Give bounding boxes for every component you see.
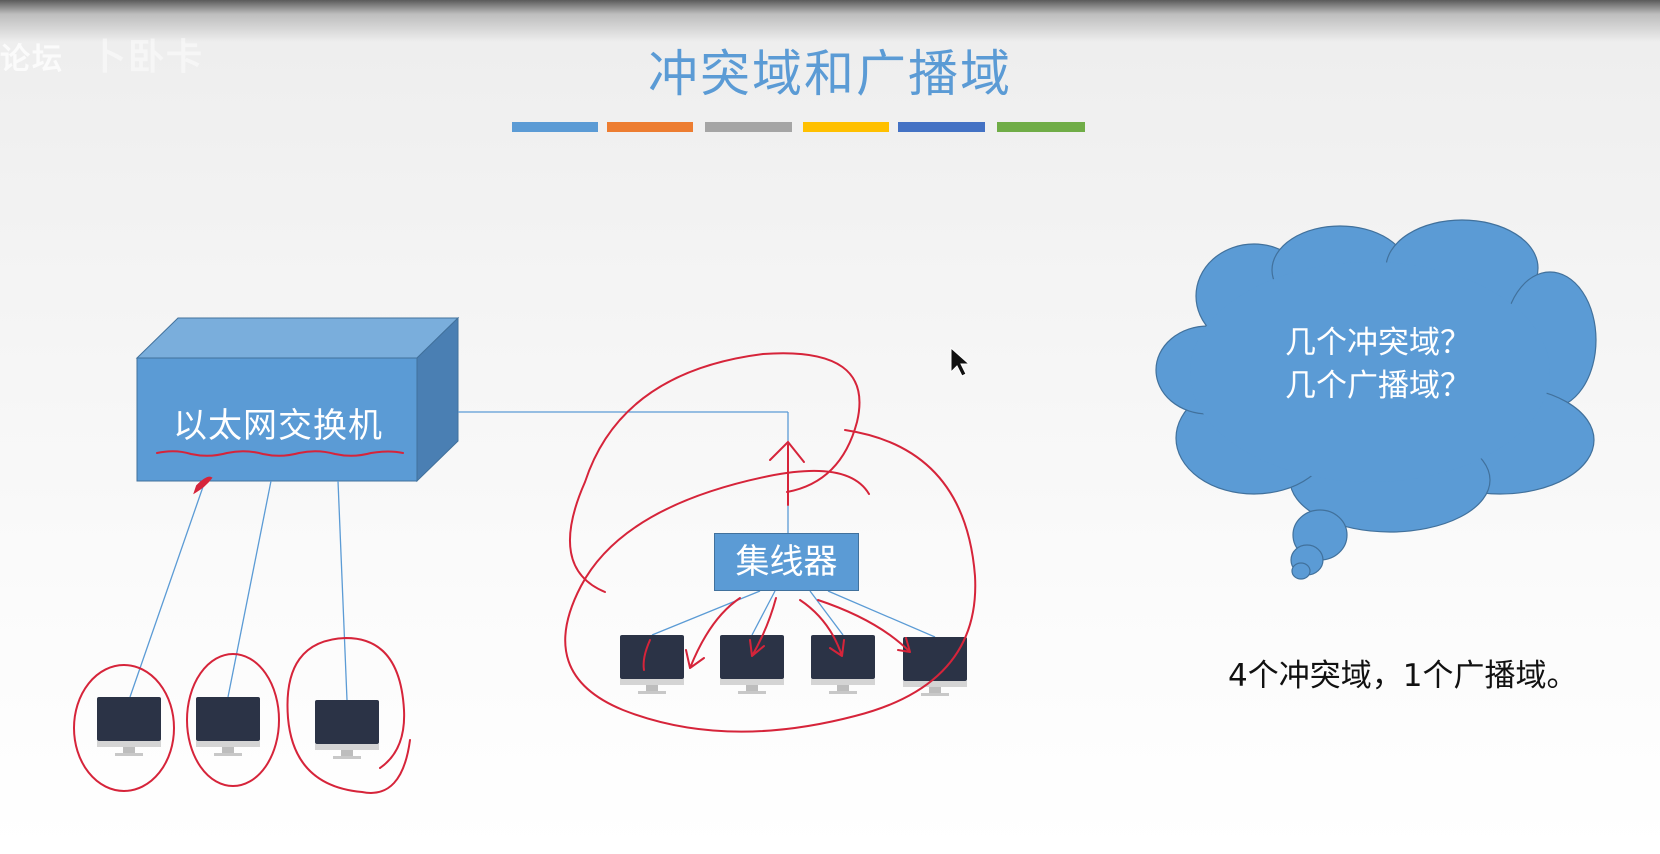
answer-text: 4个冲突域，1个广播域。 bbox=[1228, 658, 1578, 694]
link-lines bbox=[129, 411, 936, 701]
watermark-glyphs: 卜卧卡 bbox=[90, 37, 205, 78]
collision-domain-circle bbox=[186, 653, 280, 787]
color-bar bbox=[607, 122, 693, 132]
color-bar bbox=[898, 122, 985, 132]
switch-computers bbox=[97, 697, 379, 759]
collision-domain-circle bbox=[73, 664, 175, 792]
computer-icon bbox=[720, 635, 784, 694]
hub-arrows-down bbox=[749, 597, 777, 657]
hub-arrows-down bbox=[685, 597, 741, 669]
hub-arrows-down bbox=[799, 599, 845, 657]
computer-icon bbox=[97, 697, 161, 756]
title-color-bars bbox=[0, 122, 1660, 132]
switch-label: 以太网交换机 bbox=[173, 406, 383, 446]
hub-arrows-down bbox=[817, 599, 911, 653]
hub-circle-big bbox=[564, 429, 977, 733]
computer-icon bbox=[196, 697, 260, 756]
color-bar bbox=[512, 122, 598, 132]
computer-icon bbox=[315, 700, 379, 759]
hub-computers bbox=[620, 635, 967, 696]
hub-circle-top bbox=[569, 352, 861, 593]
switch-mark bbox=[193, 476, 213, 495]
switch-top-face bbox=[135, 317, 460, 359]
cloud-question-line2: 几个广播域？ bbox=[1285, 368, 1471, 404]
ethernet-switch bbox=[135, 316, 460, 483]
hub-arrow-up bbox=[769, 440, 805, 506]
color-bar bbox=[997, 122, 1085, 132]
mouse-pointer-icon bbox=[950, 346, 971, 377]
switch-front-face bbox=[136, 357, 418, 482]
slide-title: 冲突域和广播域 bbox=[648, 45, 1012, 103]
color-bar bbox=[803, 122, 889, 132]
cloud-question: 几个冲突域？ 几个广播域？ bbox=[1228, 322, 1528, 408]
red-annotations bbox=[73, 352, 977, 794]
computer-icon bbox=[903, 637, 967, 696]
hub-arrows-down bbox=[642, 639, 651, 671]
watermark: 论坛卜卧卡 bbox=[0, 28, 204, 80]
collision-domain-circle bbox=[286, 636, 411, 794]
watermark-text: 论坛 bbox=[0, 42, 64, 77]
question-cloud bbox=[1155, 219, 1597, 580]
switch-underline bbox=[156, 450, 404, 457]
color-bar bbox=[705, 122, 792, 132]
hub-box: 集线器 bbox=[714, 533, 859, 591]
computer-icon bbox=[620, 635, 684, 694]
cloud-question-line1: 几个冲突域？ bbox=[1285, 325, 1471, 361]
